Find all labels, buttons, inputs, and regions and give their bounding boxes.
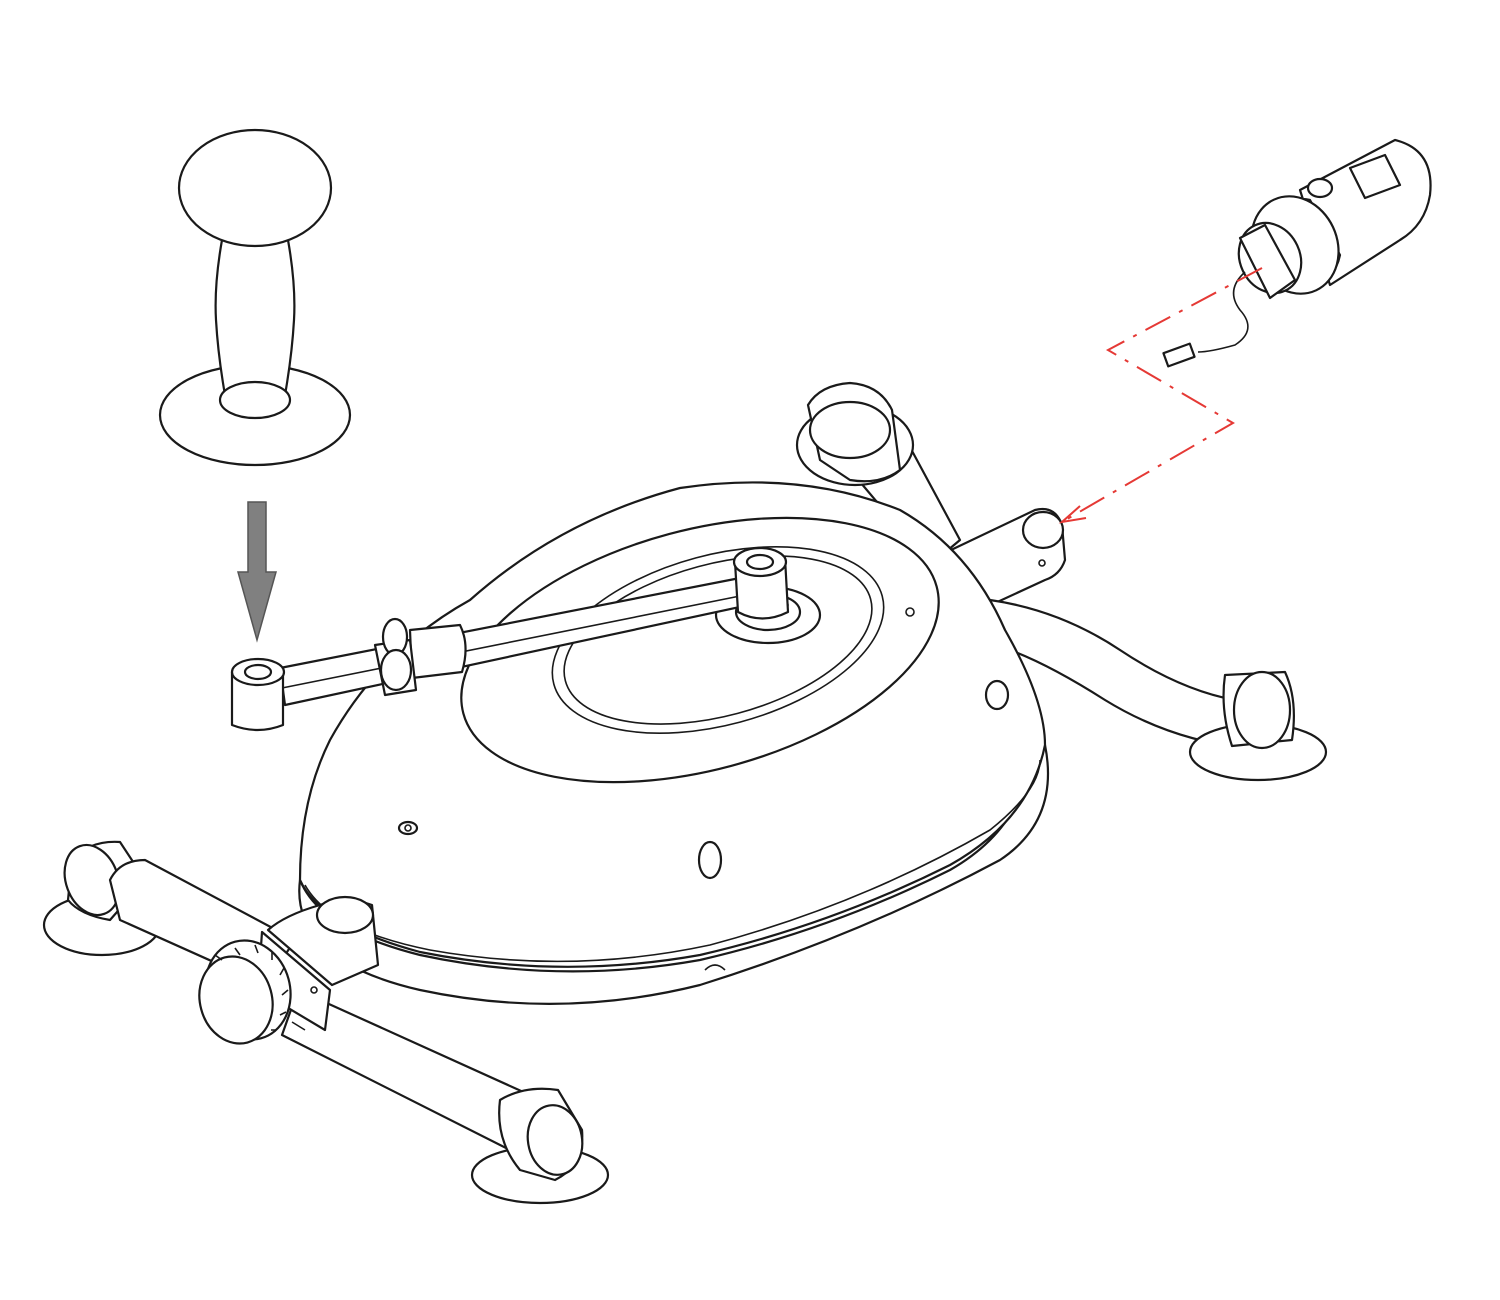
pedal-grip	[214, 238, 296, 404]
sensor-unit	[1162, 138, 1432, 368]
down-arrow-icon	[237, 501, 277, 643]
sensor-connector	[1162, 342, 1196, 368]
arm-clamp	[408, 623, 467, 680]
adjustment-knob	[198, 939, 306, 1045]
cable-guide-line	[1058, 267, 1263, 524]
front-stabilizer	[42, 840, 610, 1205]
body-hole	[697, 840, 723, 880]
crank-arm	[230, 546, 822, 732]
base-body	[298, 481, 1050, 1005]
body-hole	[984, 679, 1010, 711]
cable-tube-opening	[1021, 510, 1065, 550]
rear-stabilizer	[795, 381, 1328, 782]
body-hole	[397, 820, 419, 836]
pedal-knob	[158, 128, 352, 467]
pedal-top-knob	[177, 128, 333, 248]
